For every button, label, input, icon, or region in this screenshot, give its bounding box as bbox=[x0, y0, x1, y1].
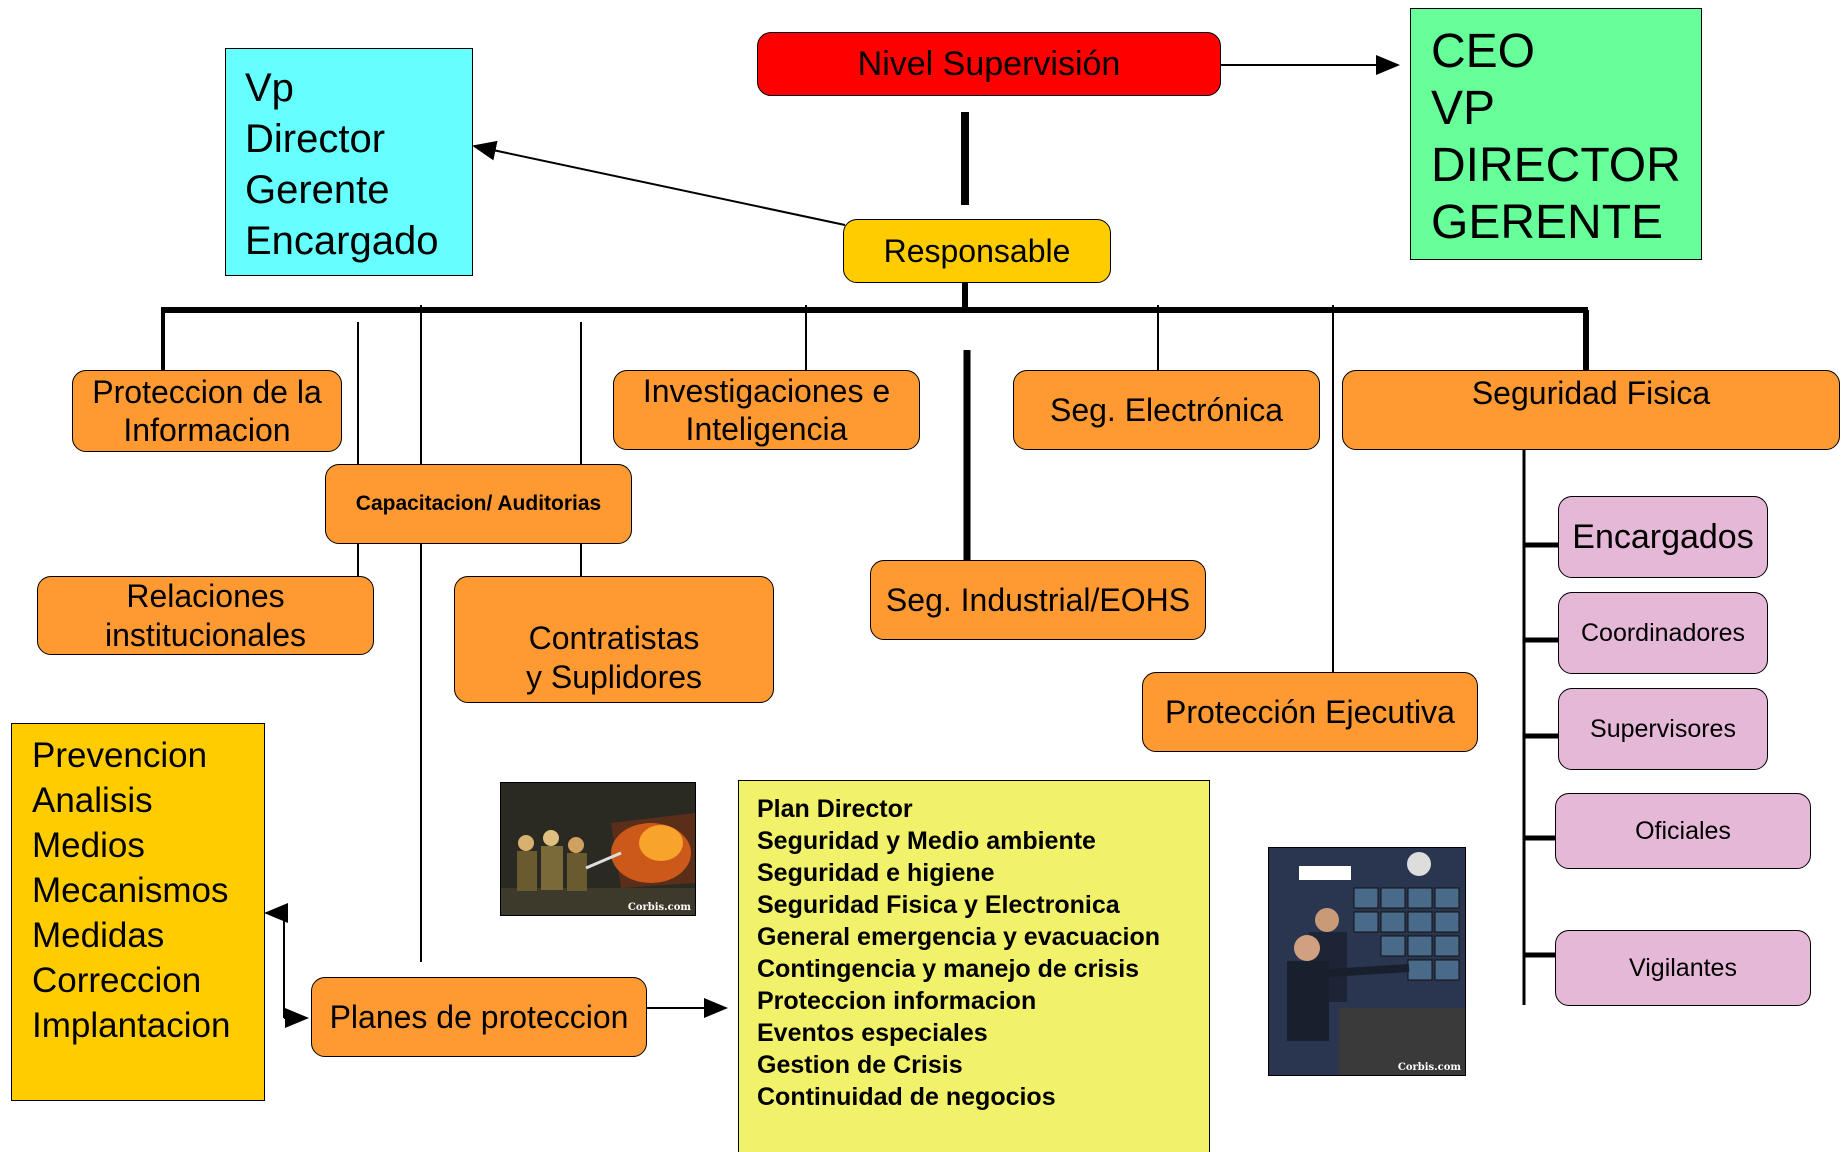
firefighters-photo: Corbis.com bbox=[500, 782, 696, 916]
vp-list-item: Encargado bbox=[245, 219, 439, 263]
control-room-scene bbox=[1269, 848, 1465, 1075]
responsable-label: Responsable bbox=[883, 232, 1071, 269]
firefighters-scene bbox=[501, 783, 695, 915]
responsable-box: Responsable bbox=[843, 219, 1111, 283]
ceo-list-item: GERENTE bbox=[1431, 196, 1664, 249]
plans-list-item: Gestion de Crisis bbox=[757, 1051, 963, 1079]
ceo-list-item: VP bbox=[1431, 82, 1496, 135]
ceo-list-item: DIRECTOR bbox=[1431, 139, 1681, 192]
role-label: Encargados bbox=[1572, 517, 1754, 556]
vp-list-item: Gerente bbox=[245, 168, 390, 212]
methods-list-item: Correccion bbox=[32, 961, 202, 1000]
plans-list-item: Seguridad y Medio ambiente bbox=[757, 827, 1096, 855]
role-encargados: Encargados bbox=[1558, 496, 1768, 578]
role-label: Coordinadores bbox=[1581, 619, 1745, 647]
unit-planes-proteccion: Planes de proteccion bbox=[311, 977, 647, 1057]
supervision-label: Nivel Supervisión bbox=[857, 44, 1121, 83]
unit-seguridad-fisica: Seguridad Fisica bbox=[1342, 370, 1840, 450]
photo-credit: Corbis.com bbox=[627, 902, 691, 913]
photo-credit: Corbis.com bbox=[1397, 1062, 1461, 1073]
unit-proteccion-informacion: Proteccion de la Informacion bbox=[72, 370, 342, 452]
unit-proteccion-ejecutiva: Protección Ejecutiva bbox=[1142, 672, 1478, 752]
vp-list-item: Director bbox=[245, 117, 386, 161]
methods-list-item: Prevencion bbox=[32, 736, 208, 775]
plans-list-item: Eventos especiales bbox=[757, 1019, 988, 1047]
unit-label: Seg. Industrial/EOHS bbox=[885, 581, 1191, 618]
role-oficiales: Oficiales bbox=[1555, 793, 1811, 869]
methods-list-item: Analisis bbox=[32, 781, 153, 820]
unit-investigaciones: Investigaciones e Inteligencia bbox=[613, 370, 920, 450]
plans-list-item: Continuidad de negocios bbox=[757, 1083, 1056, 1111]
unit-label-line: institucionales bbox=[105, 616, 306, 653]
plans-list-item: General emergencia y evacuacion bbox=[757, 923, 1160, 951]
unit-label-line: Relaciones bbox=[126, 578, 285, 615]
unit-label: Protección Ejecutiva bbox=[1165, 693, 1455, 730]
unit-label-line: Proteccion de la bbox=[92, 373, 322, 410]
plans-list-item: Plan Director bbox=[757, 795, 913, 823]
unit-label-line: Inteligencia bbox=[685, 411, 848, 447]
unit-label-line: y Suplidores bbox=[525, 658, 703, 695]
role-vigilantes: Vigilantes bbox=[1555, 930, 1811, 1006]
unit-label-line: Informacion bbox=[123, 412, 291, 448]
unit-label-line: Contratistas bbox=[528, 620, 700, 657]
methods-list-item: Mecanismos bbox=[32, 871, 229, 910]
role-coordinadores: Coordinadores bbox=[1558, 592, 1768, 674]
role-label: Oficiales bbox=[1635, 817, 1731, 845]
vp-list-item: Vp bbox=[245, 66, 294, 110]
methods-list-item: Medios bbox=[32, 826, 145, 865]
role-label: Vigilantes bbox=[1629, 954, 1737, 982]
ceo-list-box: CEO VP DIRECTOR GERENTE bbox=[1410, 8, 1702, 260]
role-label: Supervisores bbox=[1590, 715, 1736, 743]
plans-list-item: Proteccion informacion bbox=[757, 987, 1037, 1015]
unit-contratistas: Contratistas y Suplidores bbox=[454, 576, 774, 703]
control-room-photo: Corbis.com bbox=[1268, 847, 1466, 1076]
unit-relaciones: Relaciones institucionales bbox=[37, 576, 374, 655]
unit-label: Planes de proteccion bbox=[329, 998, 629, 1035]
supervision-level-box: Nivel Supervisión bbox=[757, 32, 1221, 96]
plans-list-item: Contingencia y manejo de crisis bbox=[757, 955, 1140, 983]
methods-list-item: Medidas bbox=[32, 916, 165, 955]
methods-list-box: Prevencion Analisis Medios Mecanismos Me… bbox=[11, 723, 265, 1101]
unit-label: Seg. Electrónica bbox=[1049, 391, 1283, 428]
vp-list-box: Vp Director Gerente Encargado bbox=[225, 48, 473, 276]
ceo-list-item: CEO bbox=[1431, 25, 1536, 78]
unit-seg-electronica: Seg. Electrónica bbox=[1013, 370, 1320, 450]
plans-list-item: Seguridad Fisica y Electronica bbox=[757, 891, 1120, 919]
plans-list-item: Seguridad e higiene bbox=[757, 859, 995, 887]
plans-list-box: Plan Director Seguridad y Medio ambiente… bbox=[738, 780, 1210, 1152]
unit-label-line: Investigaciones e bbox=[642, 372, 891, 409]
unit-label: Seguridad Fisica bbox=[1471, 375, 1711, 411]
unit-capacitacion: Capacitacion/ Auditorias bbox=[325, 464, 632, 544]
methods-list-item: Implantacion bbox=[32, 1006, 231, 1045]
unit-seg-industrial: Seg. Industrial/EOHS bbox=[870, 560, 1206, 640]
unit-label: Capacitacion/ Auditorias bbox=[355, 492, 602, 516]
role-supervisores: Supervisores bbox=[1558, 688, 1768, 770]
